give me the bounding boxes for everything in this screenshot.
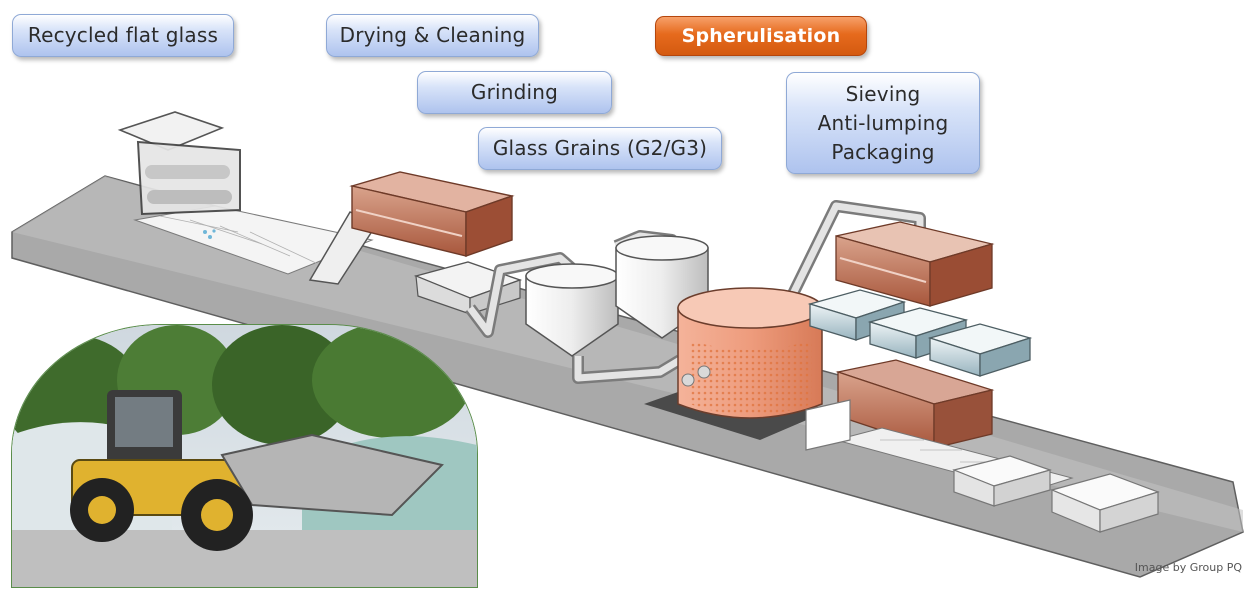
packaging-blocks <box>805 399 1160 533</box>
grinding-label: Grinding <box>417 71 612 114</box>
ground <box>12 530 477 587</box>
sieving-packaging-label: Sieving Anti-lumping Packaging <box>786 72 980 174</box>
label-line-anti-lumping: Anti-lumping <box>817 110 949 135</box>
label-line-packaging: Packaging <box>831 139 935 164</box>
silo-1 <box>525 263 619 357</box>
spherulisation-reactor <box>644 287 830 440</box>
label-text: Recycled flat glass <box>27 23 219 47</box>
loader <box>70 390 444 551</box>
sieving-frames <box>835 221 995 307</box>
drying-cleaning-label: Drying & Cleaning <box>326 14 539 57</box>
label-text: Grinding <box>470 80 559 104</box>
glass-flake-icon <box>203 229 216 239</box>
wheel-loader-photo <box>11 324 478 588</box>
label-line-sieving: Sieving <box>845 81 921 106</box>
glass-hopper <box>117 111 241 216</box>
label-text: Glass Grains (G2/G3) <box>492 136 708 160</box>
image-credit: Image by Group PQ <box>1134 561 1242 574</box>
spherulisation-label: Spherulisation <box>655 16 867 56</box>
label-text: Spherulisation <box>681 24 841 47</box>
packaging-housing <box>835 359 995 449</box>
glass-grains-label: Glass Grains (G2/G3) <box>478 127 722 170</box>
drying-unit <box>349 171 515 257</box>
anti-lumping-units <box>807 289 1033 377</box>
label-text: Drying & Cleaning <box>339 23 526 47</box>
recycled-flat-glass-label: Recycled flat glass <box>12 14 234 57</box>
